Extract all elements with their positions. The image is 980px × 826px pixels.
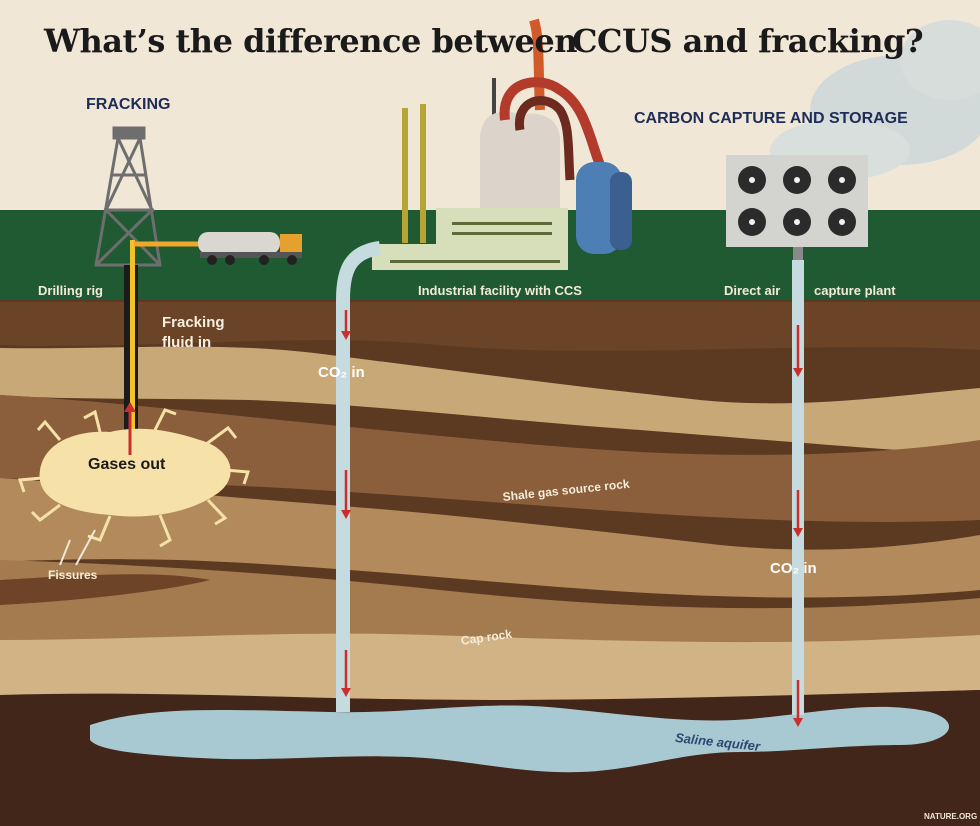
fissure-pointer bbox=[59, 529, 96, 566]
drilling-rig-icon bbox=[94, 126, 162, 267]
industrial-facility-label: Industrial facility with CCS bbox=[418, 283, 582, 298]
gases-out-label: Gases out bbox=[88, 456, 166, 473]
layer-light-1 bbox=[0, 346, 980, 455]
fracking-heading: FRACKING bbox=[86, 96, 171, 113]
air-plume bbox=[770, 20, 980, 180]
layer-shale bbox=[0, 395, 980, 522]
co2-flow-arrowheads bbox=[341, 331, 803, 727]
top-soil bbox=[0, 302, 980, 351]
gas-up-arrowhead bbox=[124, 402, 136, 412]
gas-pocket bbox=[39, 428, 231, 517]
wedge-layer bbox=[0, 574, 210, 605]
saline-aquifer bbox=[90, 705, 950, 773]
co2-in-left-label: CO₂ in bbox=[318, 364, 365, 381]
direct-air-capture-icon bbox=[726, 155, 868, 262]
fracking-fluid-label-2: fluid in bbox=[162, 334, 212, 351]
ccs-heading: CARBON CAPTURE AND STORAGE bbox=[634, 110, 908, 127]
fissures-label: Fissures bbox=[48, 568, 98, 582]
direct-air-label: Direct air bbox=[724, 283, 781, 298]
fracking-fluid-label-1: Fracking bbox=[162, 314, 225, 331]
title-part-2: CCUS and fracking? bbox=[572, 22, 924, 60]
capture-plant-label: capture plant bbox=[814, 283, 896, 298]
title-part-1: What’s the difference between bbox=[44, 22, 578, 60]
co2-in-right-label: CO₂ in bbox=[770, 560, 817, 577]
credit-label: NATURE.ORG bbox=[924, 812, 978, 821]
industrial-facility-icon bbox=[372, 18, 632, 270]
cap-rock-layer bbox=[0, 633, 980, 700]
fluid-line bbox=[130, 240, 135, 455]
layer-light-2 bbox=[0, 478, 980, 598]
truck-icon bbox=[198, 232, 302, 265]
co2-pipe-left bbox=[336, 241, 382, 712]
co2-flow-arrows bbox=[344, 310, 800, 720]
drilling-rig-label: Drilling rig bbox=[38, 283, 103, 298]
